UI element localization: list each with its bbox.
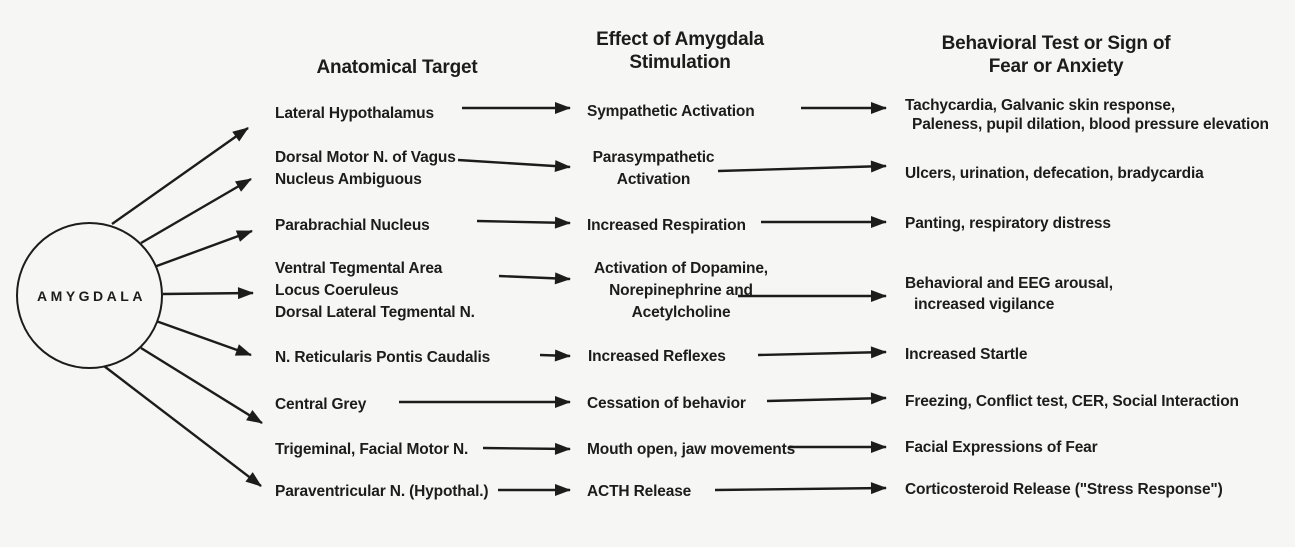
- arrow-amygdala-row1: [111, 127, 249, 225]
- effect-label-row3: Increased Respiration: [587, 217, 746, 234]
- arrow-amygdala-row3: [153, 229, 253, 269]
- effect-to-behavior-arrows: [714, 102, 887, 495]
- target-label-row4: Ventral Tegmental Area Locus Coeruleus D…: [275, 260, 475, 321]
- arrow-effect-behavior-5: [757, 346, 887, 359]
- amygdala-node-label: AMYGDALA: [37, 287, 146, 304]
- arrow-target-effect-3: [476, 216, 571, 229]
- behavior-label-row7: Facial Expressions of Fear: [905, 439, 1098, 456]
- target-label-row2: Dorsal Motor N. of Vagus Nucleus Ambiguo…: [275, 149, 456, 188]
- behavior-label-row6: Freezing, Conflict test, CER, Social Int…: [905, 393, 1239, 410]
- target-label-row3: Parabrachial Nucleus: [275, 217, 430, 234]
- effect-label-row8: ACTH Release: [587, 483, 692, 500]
- behavior-label-row1: Tachycardia, Galvanic skin response, Pal…: [905, 97, 1269, 133]
- effect-label-row4: Activation of Dopamine, Norepinephrine a…: [594, 260, 768, 321]
- arrow-effect-behavior-6: [766, 392, 887, 405]
- arrow-amygdala-row6: [140, 346, 263, 425]
- effect-label-row7: Mouth open, jaw movements: [587, 441, 796, 458]
- target-to-effect-arrows: [399, 102, 571, 496]
- arrow-effect-behavior-2: [717, 160, 887, 173]
- arrow-target-effect-4: [498, 272, 571, 285]
- arrow-target-effect-5: [539, 349, 571, 362]
- arrow-amygdala-row2: [140, 177, 252, 245]
- effect-label-row5: Increased Reflexes: [588, 348, 726, 365]
- target-label-row7: Trigeminal, Facial Motor N.: [275, 441, 469, 458]
- arrow-target-effect-7: [482, 442, 571, 455]
- target-label-row5: N. Reticularis Pontis Caudalis: [275, 349, 491, 366]
- arrow-amygdala-row7: [103, 365, 262, 487]
- behavior-label-row3: Panting, respiratory distress: [905, 215, 1111, 232]
- target-label-row6: Central Grey: [275, 396, 367, 413]
- behavior-label-row2: Ulcers, urination, defecation, bradycard…: [905, 165, 1204, 182]
- column-header-effect-of-stimulation: Effect of Amygdala Stimulation: [596, 29, 764, 73]
- column-header-anatomical-target: Anatomical Target: [316, 57, 478, 78]
- arrow-effect-behavior-8: [714, 482, 887, 495]
- behavior-label-row4: Behavioral and EEG arousal, increased vi…: [905, 275, 1113, 313]
- arrow-amygdala-row5: [155, 319, 252, 357]
- arrow-amygdala-row4: [162, 287, 254, 300]
- effect-label-row2: Parasympathetic Activation: [592, 149, 715, 188]
- column-header-behavioral-test: Behavioral Test or Sign of Fear or Anxie…: [941, 33, 1171, 77]
- effect-label-row1: Sympathetic Activation: [587, 103, 755, 120]
- behavior-label-row8: Corticosteroid Release ("Stress Response…: [905, 481, 1223, 498]
- behavior-label-row5: Increased Startle: [905, 346, 1028, 363]
- amygdala-projection-arrows: [103, 127, 263, 487]
- arrow-target-effect-2: [457, 158, 571, 173]
- effect-label-row6: Cessation of behavior: [587, 395, 746, 412]
- target-label-row8: Paraventricular N. (Hypothal.): [275, 483, 489, 500]
- target-label-row1: Lateral Hypothalamus: [275, 105, 434, 122]
- amygdala-node: AMYGDALA: [16, 222, 163, 369]
